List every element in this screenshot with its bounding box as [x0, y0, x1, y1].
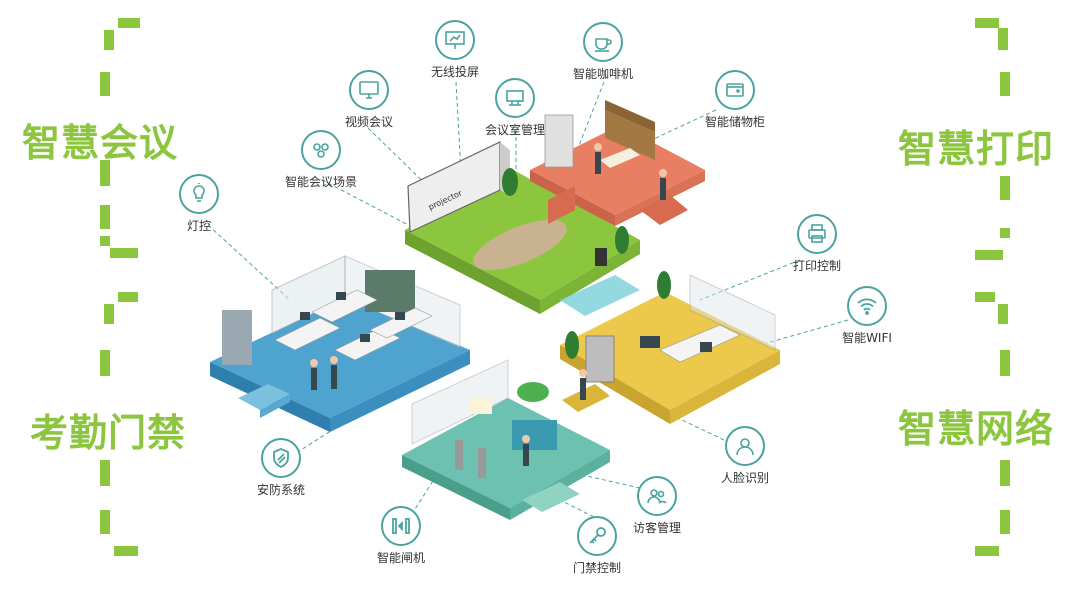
face-scan-icon — [725, 426, 765, 466]
wifi-icon — [847, 286, 887, 326]
feature-label: 门禁控制 — [572, 561, 621, 575]
feature-smart-locker: 智能储物柜 — [680, 70, 790, 130]
feature-face-recognition: 人脸识别 — [690, 426, 800, 486]
display-panel-icon — [495, 78, 535, 118]
feature-label: 打印控制 — [792, 259, 841, 273]
feature-label: 智能咖啡机 — [572, 67, 633, 81]
people — [310, 143, 667, 466]
feature-label: 安防系统 — [256, 483, 305, 497]
key-icon — [577, 516, 617, 556]
feature-smart-meeting-scene: 智能会议场景 — [266, 130, 376, 190]
feature-smart-gate: 智能闸机 — [346, 506, 456, 566]
coffee-cup-icon — [583, 22, 623, 62]
feature-smart-coffee-machine: 智能咖啡机 — [548, 22, 658, 82]
feature-smart-wifi: 智能WIFI — [812, 286, 922, 346]
monitor-cloud-icon — [349, 70, 389, 110]
feature-wireless-projection: 无线投屏 — [400, 20, 510, 80]
lightbulb-icon — [179, 174, 219, 214]
category-smart-meeting: 智慧会议 — [22, 121, 179, 165]
visitors-icon — [637, 476, 677, 516]
feature-label: 智能WIFI — [842, 331, 892, 345]
feature-security-system: 安防系统 — [226, 438, 336, 498]
people-chat-icon — [301, 130, 341, 170]
feature-label: 视频会议 — [344, 115, 393, 129]
feature-label: 会议室管理 — [484, 123, 545, 137]
open-office-room — [210, 255, 470, 432]
category-smart-print: 智慧打印 — [898, 127, 1055, 171]
feature-print-control: 打印控制 — [762, 214, 872, 274]
feature-label: 灯控 — [186, 219, 211, 233]
category-smart-network: 智慧网络 — [898, 407, 1055, 451]
reception-room — [402, 359, 610, 520]
meeting-room: projector — [405, 141, 640, 314]
locker-icon — [715, 70, 755, 110]
feature-label: 无线投屏 — [430, 65, 479, 79]
feature-label: 智能储物柜 — [704, 115, 765, 129]
feature-label: 智能闸机 — [376, 551, 425, 565]
feature-label: 访客管理 — [632, 521, 681, 535]
left-bracket — [100, 18, 140, 556]
printer-icon — [797, 214, 837, 254]
feature-label: 智能会议场景 — [284, 175, 357, 189]
feature-label: 人脸识别 — [720, 471, 769, 485]
feature-meeting-room-management: 会议室管理 — [460, 78, 570, 138]
right-bracket — [975, 18, 1010, 556]
feature-video-conference: 视频会议 — [314, 70, 424, 130]
shield-icon — [261, 438, 301, 478]
turnstile-icon — [381, 506, 421, 546]
presentation-icon — [435, 20, 475, 60]
print-room — [560, 271, 780, 424]
feature-visitor-management: 访客管理 — [602, 476, 712, 536]
category-attendance-access: 考勤门禁 — [30, 411, 187, 455]
feature-access-control: 门禁控制 — [542, 516, 652, 576]
feature-light-control: 灯控 — [144, 174, 254, 234]
